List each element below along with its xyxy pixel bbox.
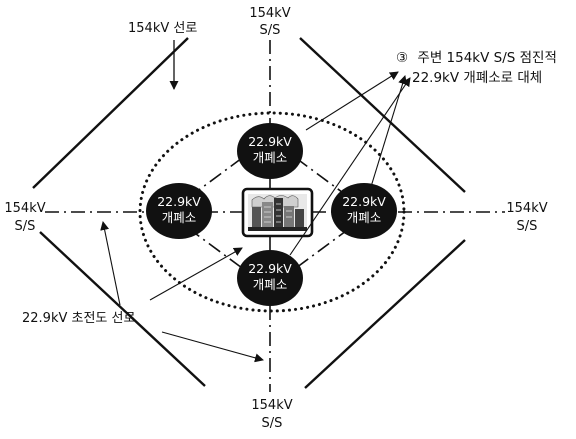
154kv-line-diamond <box>32 37 466 389</box>
substation-voltage: 154kV <box>4 201 45 216</box>
154kv-line-top-left <box>32 37 189 189</box>
sc-link-bottom-left <box>187 227 243 269</box>
154kv-line-bottom-right <box>304 239 466 389</box>
154kv-line-label: 154kV 선로 <box>128 21 197 36</box>
annotation-text-1: 주변 154kV S/S 점진적 <box>417 50 556 66</box>
substation-name: S/S <box>262 416 283 431</box>
switching-station-left: 22.9kV 개폐소 <box>146 183 212 239</box>
substation-right-label: 154kV S/S <box>506 201 547 234</box>
substation-bottom-label: 154kV S/S <box>251 398 292 431</box>
annotation-arrows <box>289 71 411 256</box>
switching-station-name: 개폐소 <box>347 210 382 225</box>
switching-station-right: 22.9kV 개폐소 <box>331 183 397 239</box>
substation-name: S/S <box>260 23 281 38</box>
switching-station-top: 22.9kV 개폐소 <box>237 123 303 179</box>
154kv-line-top-right <box>299 37 466 193</box>
154kv-line-bottom-left <box>39 231 206 387</box>
switching-station-bottom: 22.9kV 개폐소 <box>237 250 303 306</box>
switching-station-name: 개폐소 <box>253 277 288 292</box>
substation-left-label: 154kV S/S <box>4 201 45 234</box>
superconducting-label-arrows <box>100 221 264 363</box>
sc-link-bottom-right <box>295 227 351 269</box>
switching-station-node <box>237 250 303 306</box>
switching-station-node <box>237 123 303 179</box>
substation-voltage: 154kV <box>251 398 292 413</box>
substation-name: S/S <box>517 219 538 234</box>
substation-voltage: 154kV <box>506 201 547 216</box>
annotation-marker: ③ <box>396 50 408 66</box>
annotation-line-2: 22.9kV 개폐소로 대체 <box>412 70 542 86</box>
switching-station-name: 개폐소 <box>253 150 288 165</box>
switching-station-voltage: 22.9kV <box>342 194 386 209</box>
switching-station-node <box>146 183 212 239</box>
substation-top-label: 154kV S/S <box>249 6 290 38</box>
substation-name: S/S <box>15 219 36 234</box>
switching-station-voltage: 22.9kV <box>248 134 292 149</box>
service-area-circle <box>138 111 406 313</box>
switching-station-name: 개폐소 <box>162 210 197 225</box>
switching-station-voltage: 22.9kV <box>248 261 292 276</box>
annotation-line-1: ③ 주변 154kV S/S 점진적 <box>396 50 557 66</box>
superconducting-line-label: 22.9kV 초전도 선로 <box>22 311 135 326</box>
switching-station-voltage: 22.9kV <box>157 194 201 209</box>
city-buildings-icon <box>241 187 314 238</box>
switching-station-node <box>331 183 397 239</box>
substation-voltage: 154kV <box>249 6 290 21</box>
